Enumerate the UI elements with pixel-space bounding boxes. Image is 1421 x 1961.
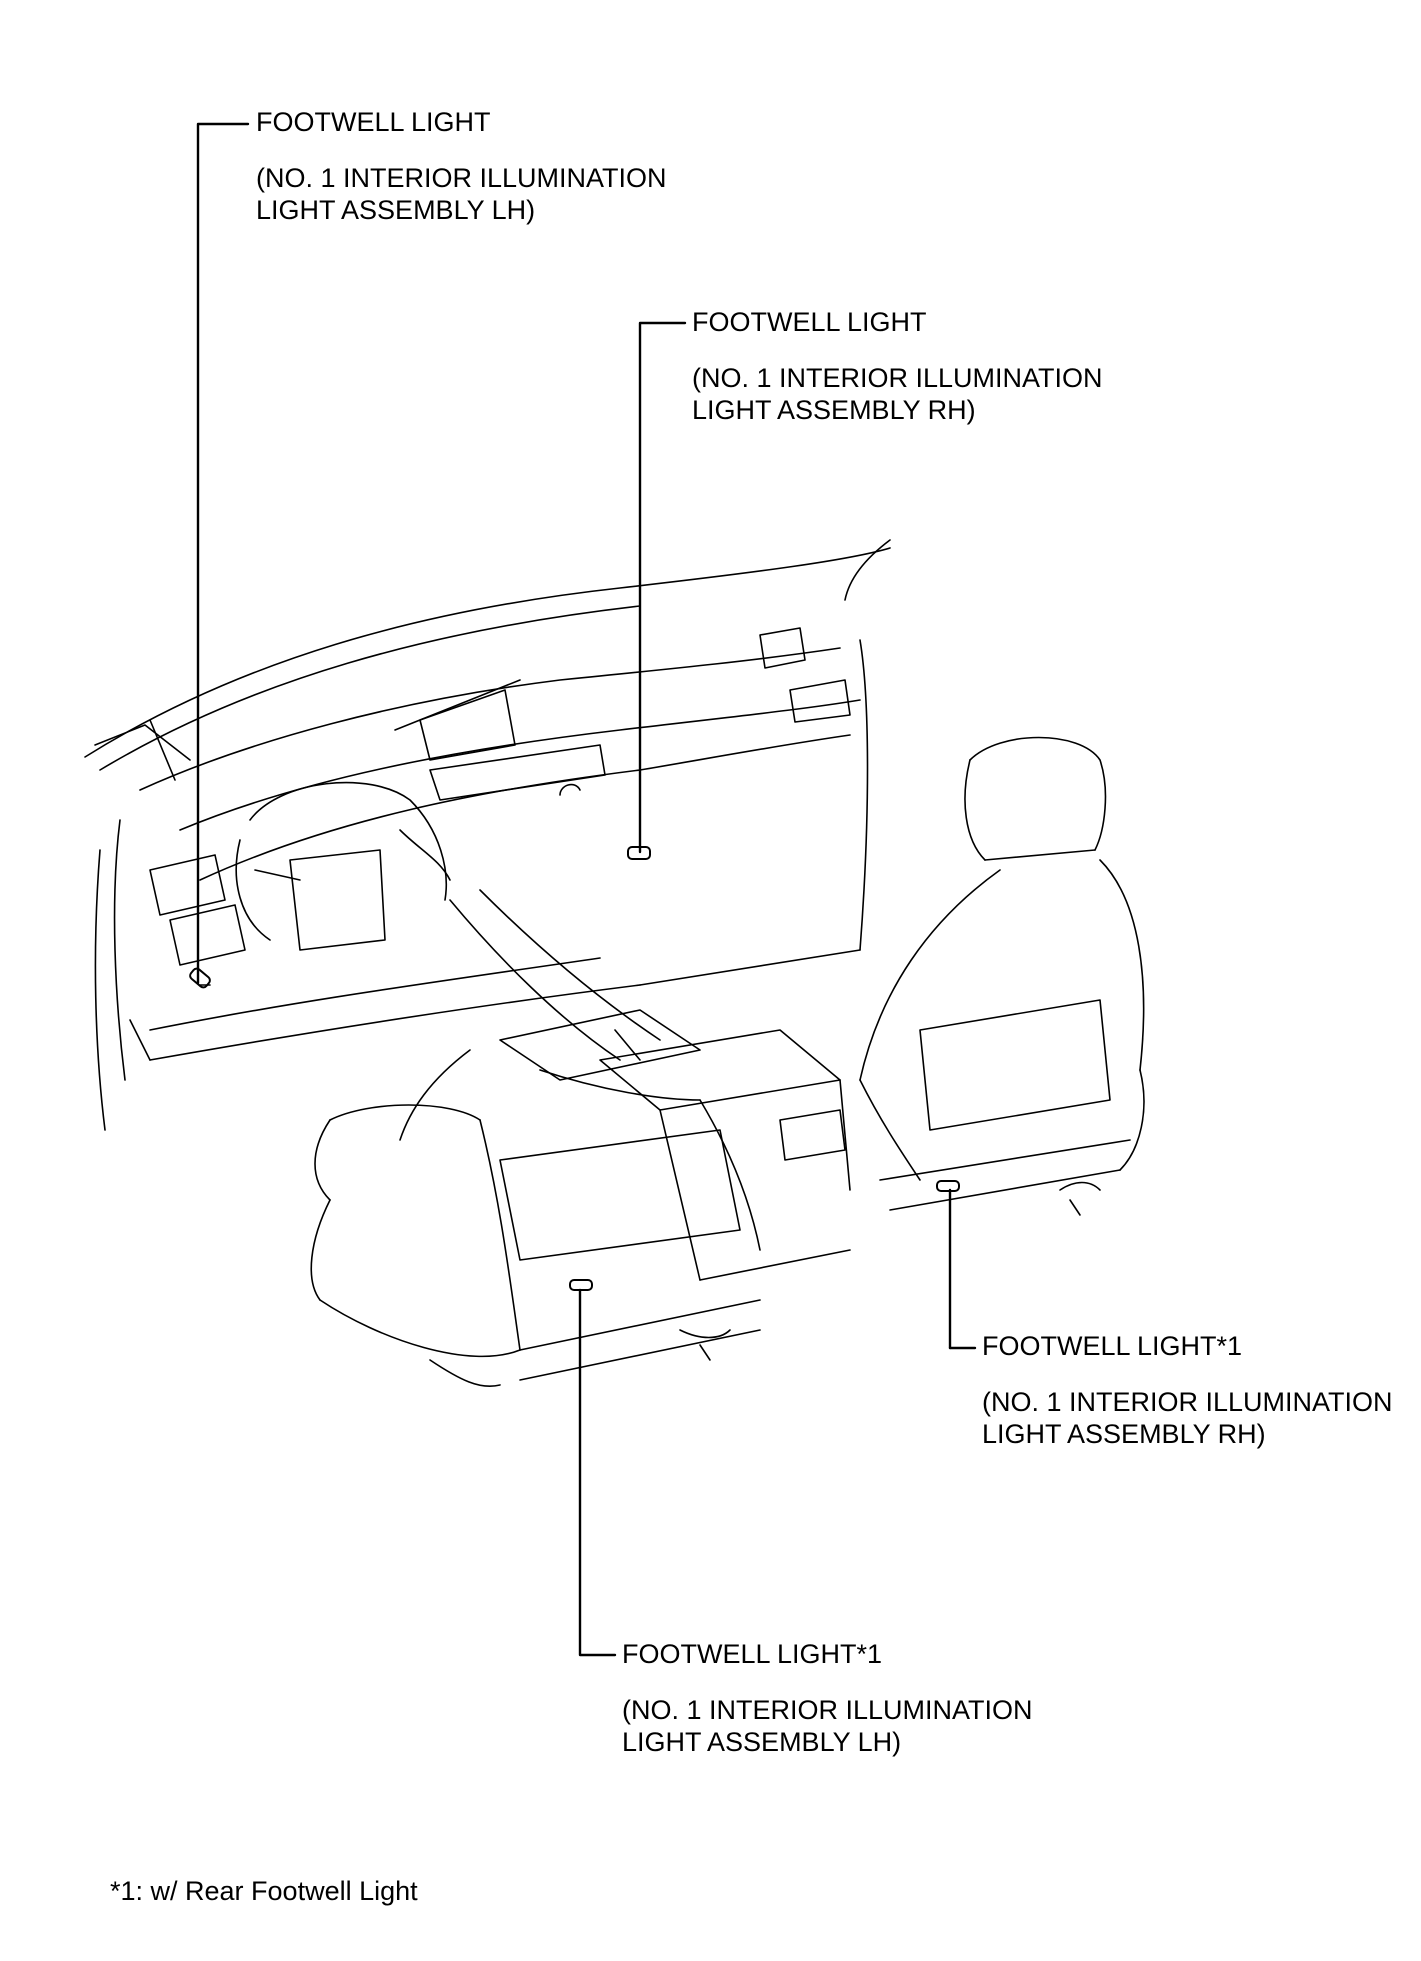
center-console	[449, 889, 851, 1281]
right-seat	[859, 736, 1145, 1216]
callout-detail-line: (NO. 1 INTERIOR ILLUMINATION	[982, 1387, 1393, 1417]
footwell-light-front-rh-icon	[627, 846, 651, 860]
callout-detail-line: LIGHT ASSEMBLY LH)	[256, 195, 536, 225]
callout-rear-rh: FOOTWELL LIGHT*1 (NO. 1 INTERIOR ILLUMIN…	[982, 1330, 1393, 1450]
leader-line-rear-lh	[578, 1288, 617, 1657]
footwell-light-components	[189, 846, 960, 1291]
callout-title: FOOTWELL LIGHT	[256, 107, 491, 137]
callout-rear-lh: FOOTWELL LIGHT*1 (NO. 1 INTERIOR ILLUMIN…	[622, 1638, 1033, 1758]
callout-detail-line: LIGHT ASSEMBLY LH)	[622, 1727, 902, 1757]
callout-front-rh: FOOTWELL LIGHT (NO. 1 INTERIOR ILLUMINAT…	[692, 306, 1103, 426]
footwell-light-front-lh-icon	[189, 967, 211, 989]
callout-front-lh: FOOTWELL LIGHT (NO. 1 INTERIOR ILLUMINAT…	[256, 106, 667, 226]
callout-detail-line: (NO. 1 INTERIOR ILLUMINATION	[692, 363, 1103, 393]
callout-detail-line: LIGHT ASSEMBLY RH)	[982, 1419, 1266, 1449]
footwell-light-rear-rh-icon	[936, 1180, 960, 1192]
windshield-outline	[84, 539, 891, 781]
leader-line-front-lh	[196, 122, 250, 985]
callout-title: FOOTWELL LIGHT	[692, 307, 927, 337]
callout-detail-line: (NO. 1 INTERIOR ILLUMINATION	[256, 163, 667, 193]
left-seat	[310, 1049, 761, 1387]
steering-wheel	[235, 781, 451, 951]
footwell-light-rear-lh-icon	[569, 1279, 593, 1291]
callout-detail-line: (NO. 1 INTERIOR ILLUMINATION	[622, 1695, 1033, 1725]
center-display	[394, 627, 851, 801]
footnote: *1: w/ Rear Footwell Light	[110, 1876, 418, 1906]
leader-line-front-rh	[638, 321, 687, 854]
callout-title: FOOTWELL LIGHT*1	[622, 1639, 883, 1669]
callout-title: FOOTWELL LIGHT*1	[982, 1331, 1243, 1361]
callout-detail-line: LIGHT ASSEMBLY RH)	[692, 395, 976, 425]
